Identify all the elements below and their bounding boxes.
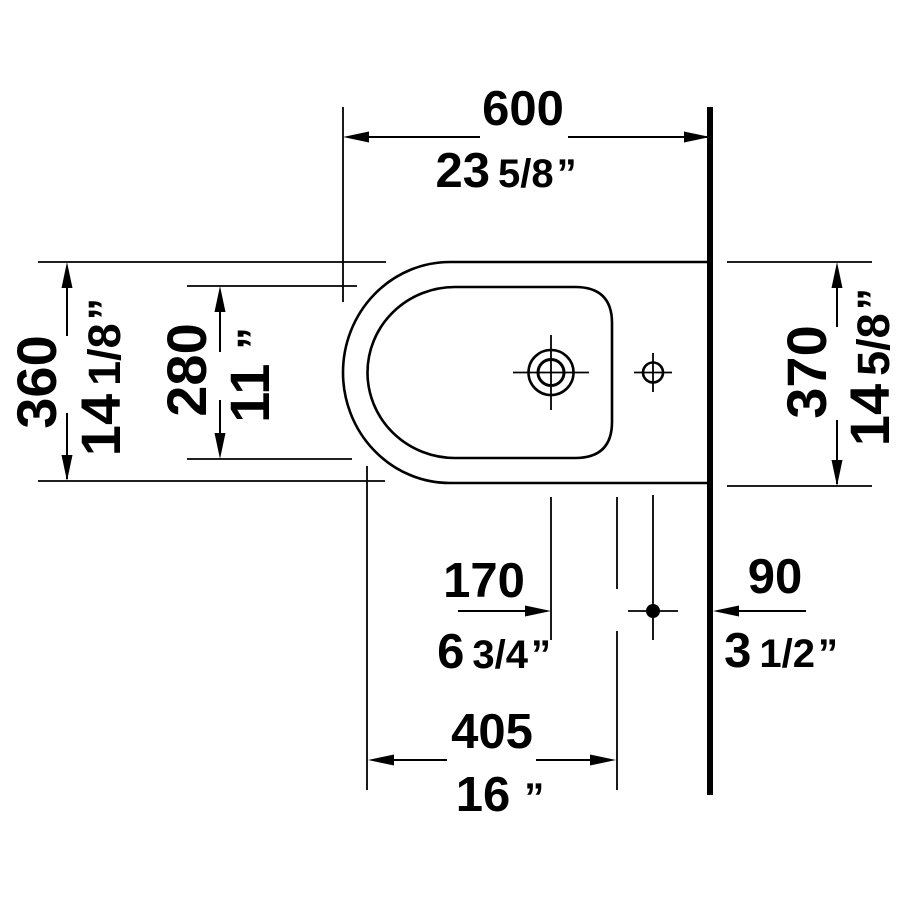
bidet-body-outline xyxy=(341,260,708,485)
dim-370-inch-label: 145/8” xyxy=(838,288,900,446)
dim-90-mm-label: 90 xyxy=(748,550,803,604)
dim-360-mm-label: 360 xyxy=(5,335,68,428)
arrowhead-up-icon xyxy=(214,286,226,312)
dim-370-mm-label: 370 xyxy=(775,325,838,418)
arrowhead-right-icon xyxy=(525,605,551,617)
arrowhead-down-icon xyxy=(214,433,226,459)
arrowhead-up-icon xyxy=(61,262,73,288)
dimension-front-depth: 360 141/8” xyxy=(5,262,132,481)
dimension-basin-width: 280 11” xyxy=(155,286,281,459)
arrowhead-left-icon xyxy=(713,605,739,617)
arrowhead-up-icon xyxy=(831,262,843,288)
dim-600-mm-label: 600 xyxy=(482,82,564,136)
arrowhead-right-icon xyxy=(590,754,616,766)
dim-360-inch-label: 141/8” xyxy=(69,298,132,456)
arrowhead-down-icon xyxy=(831,460,843,486)
dimension-basin-length: 405 16” xyxy=(368,705,616,822)
arrowhead-down-icon xyxy=(61,455,73,481)
basin-outline xyxy=(366,285,614,460)
dim-280-mm-label: 280 xyxy=(155,323,218,416)
outlet-point-dot xyxy=(646,604,660,618)
dim-280-inch-label: 11” xyxy=(218,327,281,423)
arrowhead-right-icon xyxy=(684,131,710,143)
dim-405-inch-label: 16” xyxy=(456,768,545,822)
arrowhead-left-icon xyxy=(343,131,369,143)
dim-170-mm-label: 170 xyxy=(443,554,525,608)
arrowhead-left-icon xyxy=(368,754,394,766)
dimension-rear-depth: 370 145/8” xyxy=(775,262,900,486)
dim-405-mm-label: 405 xyxy=(451,705,533,759)
